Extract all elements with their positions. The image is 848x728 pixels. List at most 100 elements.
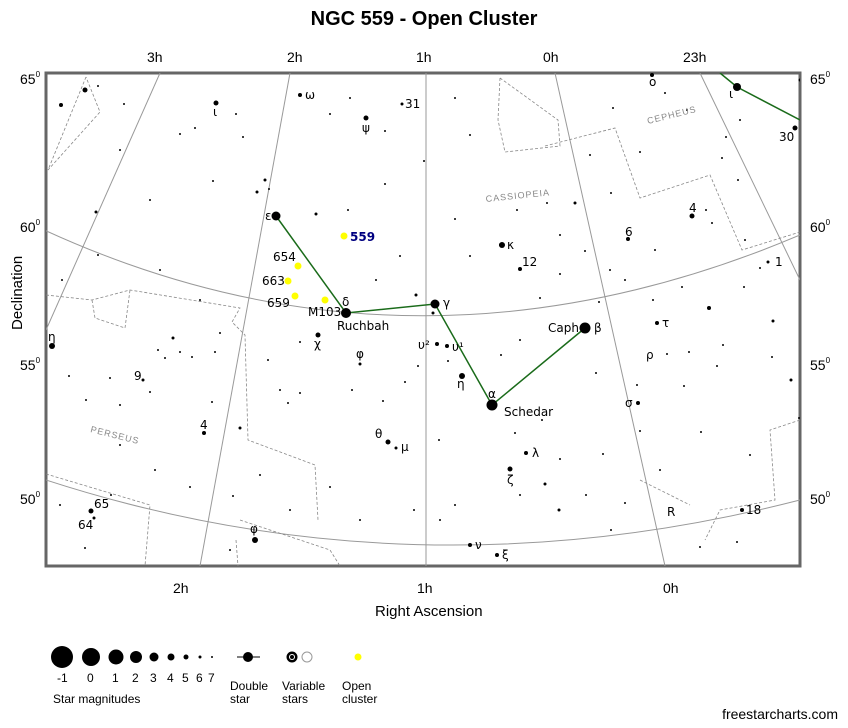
label-upsilon1: υ¹: [452, 340, 464, 354]
svg-text:4: 4: [167, 671, 174, 685]
label-R: R: [667, 505, 675, 519]
label-4-per: 4: [200, 418, 208, 432]
label-o: o: [649, 75, 656, 89]
star-schedar: [486, 399, 498, 411]
svg-text:3: 3: [150, 671, 157, 685]
constellation-boundaries: [46, 76, 800, 566]
bright-stars: [271, 83, 798, 411]
cluster-659: [291, 292, 299, 300]
star-labels: ε δ γ α β κ η χ φ θ μ ψ ω ι λ ζ ν ξ τ ρ …: [48, 75, 794, 562]
svg-text:0h: 0h: [663, 580, 679, 596]
label-kappa: κ: [507, 238, 514, 252]
dec-left-ticks: 650 600 550 500: [20, 70, 41, 507]
svg-text:600: 600: [810, 218, 831, 235]
svg-text:5: 5: [182, 671, 189, 685]
label-6: 6: [625, 225, 633, 239]
label-18: 18: [746, 503, 761, 517]
svg-text:0h: 0h: [543, 49, 559, 65]
legend-magnitude-labels: -1 0 1 2 3 4 5 6 7: [57, 671, 215, 685]
label-zeta: ζ: [507, 473, 514, 487]
svg-text:0: 0: [87, 671, 94, 685]
svg-text:650: 650: [20, 70, 41, 87]
label-4-cas: 4: [689, 201, 697, 215]
star-epsilon: [271, 211, 281, 221]
chart-frame: [44, 71, 802, 568]
star-gamma: [430, 299, 440, 309]
label-psi: ψ: [362, 121, 370, 135]
star-iota-cep: [733, 83, 741, 91]
svg-text:2h: 2h: [287, 49, 303, 65]
x-axis-label: Right Ascension: [375, 603, 483, 620]
label-654: 654: [273, 250, 296, 264]
y-axis-label: Declination: [9, 256, 26, 330]
label-663: 663: [262, 274, 285, 288]
label-iota: ι: [213, 105, 217, 119]
label-sigma: σ: [625, 396, 633, 410]
svg-text:650: 650: [810, 70, 831, 87]
star-caph: [579, 322, 591, 334]
label-alpha: α: [488, 387, 496, 401]
star-kappa: [499, 242, 505, 248]
label-eta: η: [457, 377, 465, 391]
dec-right-ticks: 650 600 550 500: [810, 70, 831, 507]
label-upsilon2: υ²: [418, 338, 430, 352]
ra-top-ticks: 3h 2h 1h 0h 23h: [147, 49, 706, 65]
svg-text:2h: 2h: [173, 580, 189, 596]
svg-text:550: 550: [20, 356, 41, 373]
label-1: 1: [775, 255, 783, 269]
svg-text:1h: 1h: [416, 49, 432, 65]
svg-text:1h: 1h: [417, 580, 433, 596]
svg-text:2: 2: [132, 671, 139, 685]
label-schedar: Schedar: [504, 405, 553, 419]
label-12: 12: [522, 255, 537, 269]
svg-text:600: 600: [20, 218, 41, 235]
svg-text:550: 550: [810, 356, 831, 373]
label-phi-per: φ: [250, 522, 258, 536]
label-iota-cep: ι: [729, 87, 733, 101]
label-64: 64: [78, 518, 93, 532]
label-30: 30: [779, 130, 794, 144]
svg-text:-1: -1: [57, 671, 68, 685]
label-m103: M103: [308, 305, 341, 319]
label-659: 659: [267, 296, 290, 310]
cluster-ngc559: [340, 232, 348, 240]
label-tau: τ: [662, 316, 669, 330]
site-credit: freestarcharts.com: [722, 706, 838, 722]
star-ruchbah: [341, 308, 351, 318]
legend-magnitudes-label: Star magnitudes: [53, 692, 140, 706]
label-delta: δ: [342, 295, 349, 309]
label-rho: ρ: [646, 348, 654, 362]
svg-text:1: 1: [112, 671, 119, 685]
background-stars: [49, 73, 800, 557]
label-gamma: γ: [443, 296, 450, 310]
label-caph: Caph: [548, 321, 579, 335]
ra-grid: [46, 73, 800, 566]
label-ngc559: 559: [350, 230, 375, 244]
legend-magnitudes: [51, 646, 213, 668]
label-9: 9: [134, 369, 142, 383]
svg-text:23h: 23h: [683, 49, 706, 65]
cluster-m103: [321, 296, 329, 304]
label-lambda: λ: [532, 446, 539, 460]
dec-grid: [46, 230, 800, 546]
label-xi: ξ: [502, 548, 509, 562]
label-omega: ω: [305, 88, 315, 102]
label-31: 31: [405, 97, 420, 111]
cluster-654: [294, 262, 302, 270]
svg-text:7: 7: [208, 671, 215, 685]
svg-text:3h: 3h: [147, 49, 163, 65]
label-phi: φ: [356, 347, 364, 361]
svg-text:500: 500: [810, 490, 831, 507]
label-chi: χ: [314, 337, 321, 351]
label-ruchbah: Ruchbah: [337, 319, 389, 333]
open-clusters: [284, 232, 348, 304]
label-eta-per: η: [48, 330, 56, 344]
label-65: 65: [94, 497, 109, 511]
ra-bottom-ticks: 2h 1h 0h: [173, 580, 679, 596]
